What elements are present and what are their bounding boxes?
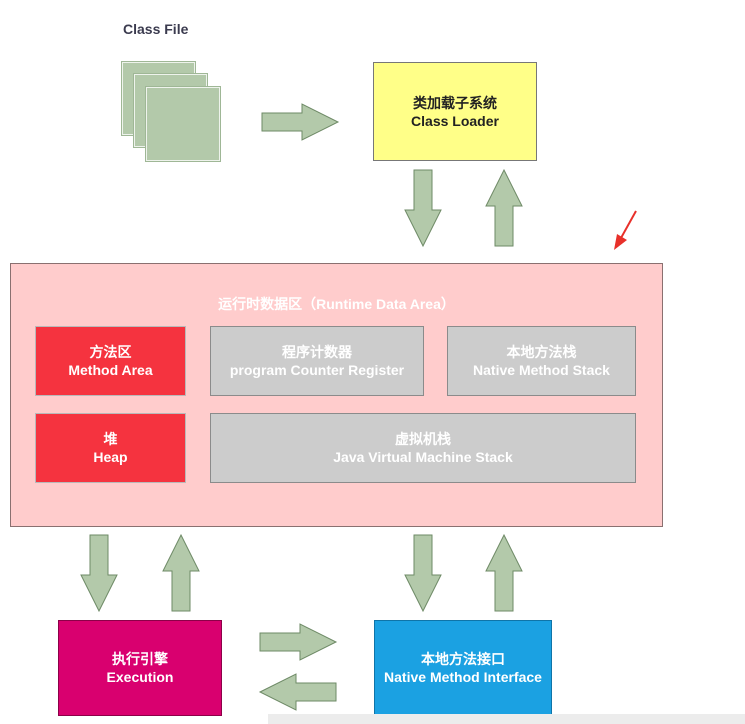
arrow-down-runtime-to-native (403, 533, 443, 613)
horizontal-scrollbar[interactable] (268, 714, 745, 724)
arrow-up-native-to-runtime (484, 533, 524, 613)
arrow-down-icon (80, 534, 118, 613)
arrow-right-icon (261, 103, 340, 141)
class-loader-title-cn: 类加载子系统 (413, 94, 497, 111)
native-method-stack-title-cn: 本地方法栈 (506, 344, 577, 360)
heap-title-cn: 堆 (103, 431, 118, 447)
heap-box: 堆 Heap (35, 413, 186, 483)
arrow-down-icon (404, 534, 442, 613)
pc-register-box: 程序计数器 program Counter Register (210, 326, 424, 396)
execution-engine-title-en: Execution (106, 669, 174, 685)
native-method-stack-title-en: Native Method Stack (473, 362, 610, 378)
native-method-interface-title-cn: 本地方法接口 (421, 651, 505, 667)
arrow-up-execution-to-runtime (161, 533, 201, 613)
arrow-up-icon (485, 168, 523, 247)
heap-title-en: Heap (93, 449, 128, 465)
execution-engine-title-cn: 执行引擎 (112, 651, 168, 667)
arrow-right-icon (259, 623, 338, 661)
jvm-stack-title-cn: 虚拟机栈 (395, 431, 451, 447)
arrow-down-runtime-to-execution (79, 533, 119, 613)
native-method-interface-box: 本地方法接口 Native Method Interface (374, 620, 552, 716)
method-area-box: 方法区 Method Area (35, 326, 186, 396)
pc-register-title-en: program Counter Register (229, 362, 405, 378)
arrow-up-runtime-to-loader (484, 168, 524, 248)
arrow-right-to-loader (260, 102, 340, 142)
arrow-right-execution-to-native (258, 622, 338, 662)
arrow-left-native-to-execution (258, 672, 338, 712)
arrow-down-loader-to-runtime (403, 168, 443, 248)
execution-engine-box: 执行引擎 Execution (58, 620, 222, 716)
native-method-stack-box: 本地方法栈 Native Method Stack (447, 326, 636, 396)
class-file-title: Class File (123, 21, 189, 37)
arrow-up-icon (485, 533, 523, 612)
arrow-down-icon (404, 169, 442, 248)
arrow-left-icon (258, 673, 337, 711)
method-area-title-cn: 方法区 (89, 344, 132, 360)
pc-register-title-cn: 程序计数器 (282, 344, 352, 360)
jvm-stack-box: 虚拟机栈 Java Virtual Machine Stack (210, 413, 636, 483)
arrow-up-icon (162, 533, 200, 612)
class-loader-title-en: Class Loader (411, 112, 499, 129)
jvm-stack-title-en: Java Virtual Machine Stack (333, 449, 513, 465)
native-method-interface-title-en: Native Method Interface (384, 669, 542, 685)
runtime-data-area-title: 运行时数据区（Runtime Data Area） (218, 296, 455, 312)
class-loader-box: 类加载子系统 Class Loader (373, 62, 537, 161)
class-file-card-front (145, 86, 221, 162)
red-pointer-icon (612, 208, 642, 257)
method-area-title-en: Method Area (68, 362, 153, 378)
